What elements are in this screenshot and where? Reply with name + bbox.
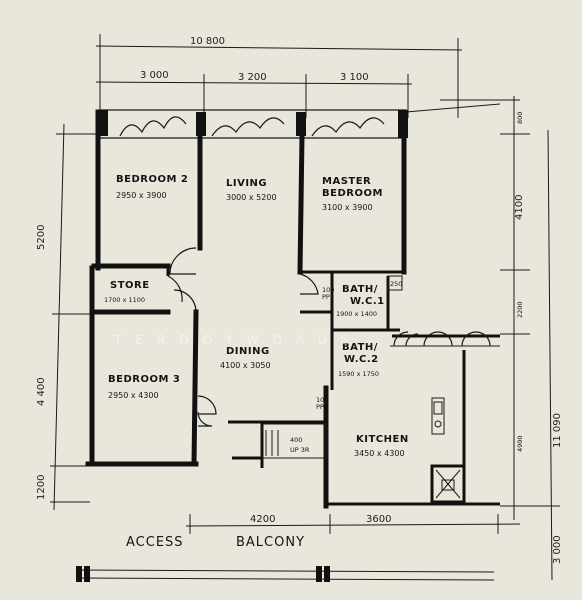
access-word: ACCESS	[126, 535, 184, 550]
bottom-dimensions: 4200 3600	[185, 514, 521, 534]
watermark: TERDOYWOAUS	[113, 333, 362, 347]
master-size: 3100 x 3900	[322, 203, 373, 212]
master-name-line1: MASTER	[322, 176, 371, 187]
store-name: STORE	[110, 280, 150, 291]
dining-size: 4100 x 3050	[220, 361, 271, 370]
bedroom3-name: BEDROOM 3	[108, 374, 180, 385]
left-dim-2: 4 400	[36, 377, 47, 406]
room-bedroom-3: BEDROOM 3 2950 x 4300	[108, 374, 180, 400]
bath2-name-line2: W.C.2	[344, 354, 379, 365]
overall-width-label: 10 800	[190, 36, 225, 47]
stair-width-mark: 400	[290, 436, 302, 444]
door-swings	[167, 247, 500, 427]
room-kitchen: KITCHEN 3450 x 4300	[354, 434, 409, 458]
access-balcony: ACCESS BALCONY	[75, 535, 495, 582]
bath1-name-line2: W.C.1	[350, 296, 385, 307]
right-dimensions: 800 4100 2200 4900 11 090 3 000	[440, 96, 563, 581]
right-dim-4: 4900	[516, 435, 524, 452]
bedroom2-name: BEDROOM 2	[116, 174, 188, 185]
room-master-bedroom: MASTER BEDROOM 3100 x 3900	[322, 176, 383, 212]
master-name-line2: BEDROOM	[322, 188, 383, 199]
bath2-size: 1590 x 1750	[338, 370, 379, 378]
bottom-dim-2: 3600	[366, 514, 391, 525]
bath1-name-line1: BATH/	[342, 284, 378, 295]
top-dim-2: 3 200	[238, 72, 267, 83]
stair	[261, 423, 327, 459]
bedroom3-size: 2950 x 4300	[108, 391, 159, 400]
stair-label: UP 3R	[290, 446, 310, 454]
bath2-name-line1: BATH/	[342, 342, 378, 353]
left-dimensions: 5200 4 400 1200	[36, 123, 100, 511]
living-size: 3000 x 5200	[226, 193, 277, 202]
right-bottom-dim: 3 000	[552, 535, 563, 564]
store-size: 1700 x 1100	[104, 296, 145, 304]
right-total-dim: 11 090	[552, 413, 563, 448]
left-dim-3: 1200	[36, 475, 47, 500]
kitchen-sink	[431, 397, 445, 435]
bedroom2-size: 2950 x 3900	[116, 191, 167, 200]
room-bath-1: BATH/ W.C.1 1900 x 1400	[336, 284, 385, 318]
bath1-size: 1900 x 1400	[336, 310, 377, 318]
right-dim-3: 2200	[516, 301, 524, 318]
top-dimensions: 10 800 3 000 3 200 3 100	[95, 34, 463, 118]
bottom-dim-1: 4200	[250, 514, 275, 525]
room-store: STORE 1700 x 1100	[104, 280, 150, 304]
left-dim-1: 5200	[36, 225, 47, 250]
living-name: LIVING	[226, 178, 267, 189]
room-dining: DINING 4100 x 3050	[220, 346, 271, 370]
top-dim-1: 3 000	[140, 70, 169, 81]
kitchen-name: KITCHEN	[356, 434, 409, 445]
pp-right-mark: 250	[390, 280, 402, 288]
right-dim-1: 800	[516, 112, 524, 124]
room-living: LIVING 3000 x 5200	[226, 178, 277, 202]
right-dim-2: 4100	[514, 195, 525, 220]
balcony-word: BALCONY	[236, 535, 305, 550]
top-dim-3: 3 100	[340, 72, 369, 83]
room-bath-2: BATH/ W.C.2 1590 x 1750	[338, 342, 379, 378]
dining-name: DINING	[226, 346, 270, 357]
service-shaft	[387, 275, 403, 291]
kitchen-size: 3450 x 4300	[354, 449, 405, 458]
room-bedroom-2: BEDROOM 2 2950 x 3900	[116, 174, 188, 200]
kitchen-cabinet	[430, 464, 466, 504]
